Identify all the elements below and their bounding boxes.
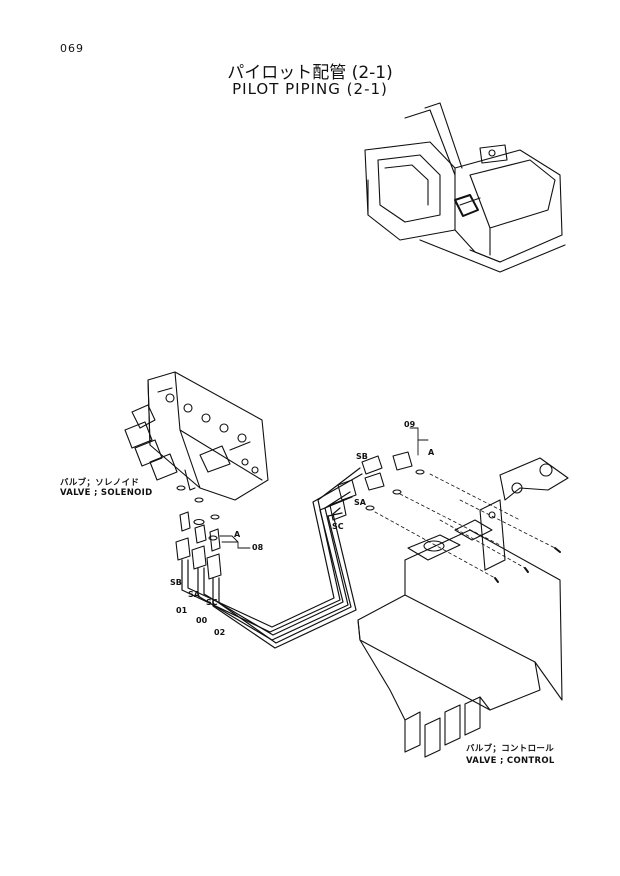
control-valve-illustration xyxy=(357,457,569,758)
callout-sa-left: SA xyxy=(188,590,200,599)
leader-lines-right xyxy=(409,427,429,456)
callout-00: 00 xyxy=(196,616,208,625)
leader-lines-left xyxy=(219,535,251,549)
callout-ref-a-right: A xyxy=(428,448,435,457)
page-title-english: PILOT PIPING (2-1) xyxy=(232,80,388,98)
solenoid-fittings xyxy=(175,485,222,580)
callout-sb-right: SB xyxy=(356,452,368,461)
excavator-overview-illustration xyxy=(364,102,566,273)
pilot-pipes xyxy=(181,467,363,649)
solenoid-valve-label-japanese: バルブ；ソレノイド xyxy=(60,478,140,488)
control-valve-fittings xyxy=(329,451,425,521)
control-valve-label-english: VALVE ; CONTROL xyxy=(466,756,555,766)
page-title-japanese: パイロット配管 (2-1) xyxy=(227,63,393,83)
callout-sb-left: SB xyxy=(170,578,182,587)
solenoid-valve-illustration xyxy=(124,371,269,501)
callout-sc-right: SC xyxy=(332,522,344,531)
callout-01: 01 xyxy=(176,606,188,615)
control-valve-label-japanese: バルブ；コントロール xyxy=(466,744,555,754)
callout-09: 09 xyxy=(404,420,416,429)
callout-02: 02 xyxy=(214,628,226,637)
callout-sc-left: SC xyxy=(206,598,218,607)
callout-ref-a-left: A xyxy=(234,530,241,539)
callout-sa-right: SA xyxy=(354,498,366,507)
callout-08: 08 xyxy=(252,543,264,552)
page-number: 069 xyxy=(60,42,84,55)
solenoid-valve-label-english: VALVE ; SOLENOID xyxy=(60,488,153,498)
